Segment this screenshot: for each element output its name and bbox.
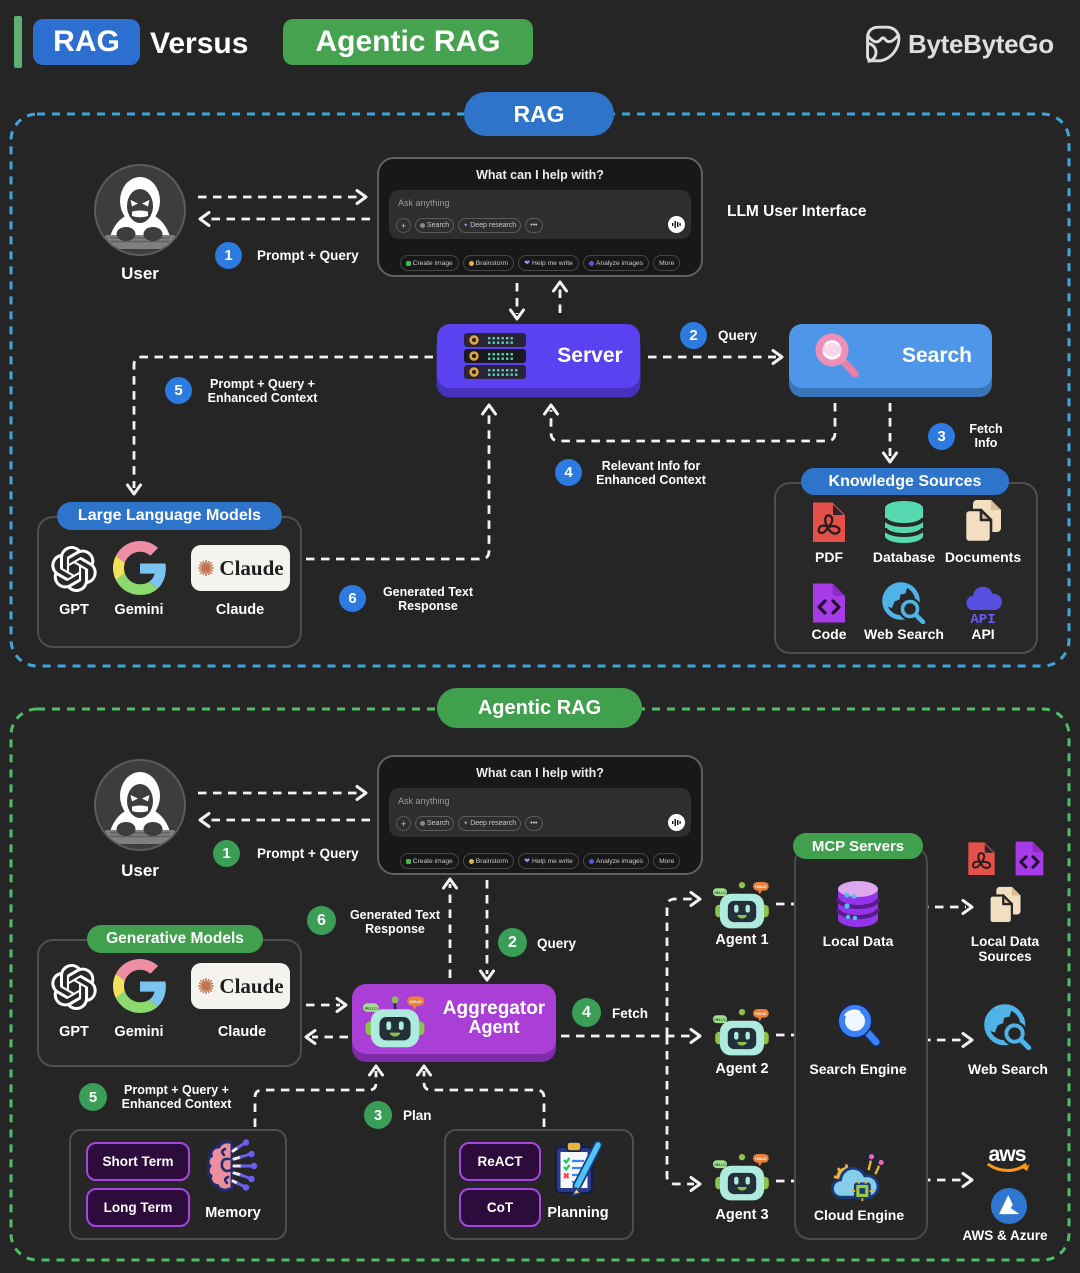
svg-text:HOLA!: HOLA! bbox=[410, 999, 422, 1004]
svg-text:API: API bbox=[970, 612, 995, 626]
svg-text:HOLA!: HOLA! bbox=[755, 885, 766, 889]
svg-text:aws: aws bbox=[989, 1144, 1026, 1166]
svg-text:HELLO: HELLO bbox=[365, 1006, 377, 1010]
svg-text:HELLO: HELLO bbox=[714, 1018, 726, 1022]
svg-text:HELLO: HELLO bbox=[714, 891, 726, 895]
svg-text:HOLA!: HOLA! bbox=[755, 1157, 766, 1161]
svg-text:HOLA!: HOLA! bbox=[755, 1012, 766, 1016]
svg-text:HELLO: HELLO bbox=[714, 1163, 726, 1167]
